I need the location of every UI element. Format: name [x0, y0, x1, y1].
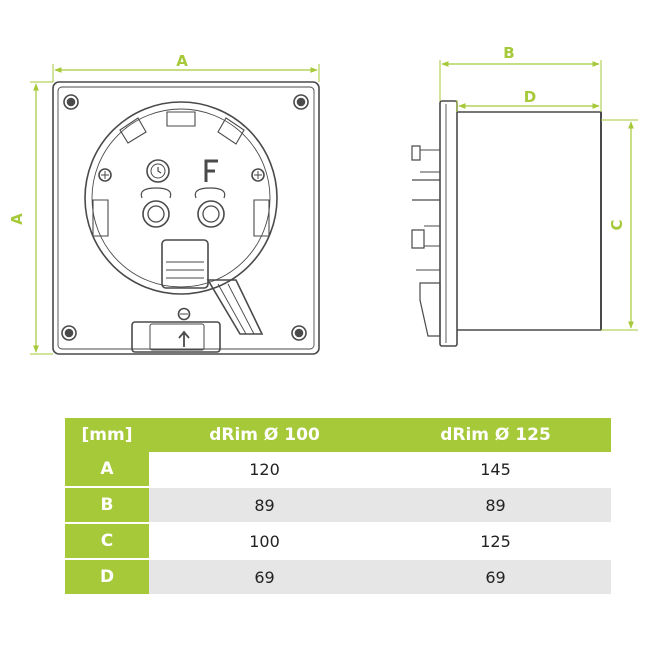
front-panel-outer [52, 81, 320, 355]
table-cell: 89 [149, 486, 380, 522]
table-row: C 100 125 [65, 522, 611, 558]
front-panel-inner [57, 86, 315, 350]
dimension-label-a-height: A [8, 213, 26, 225]
table-cell: 120 [149, 452, 380, 486]
front-view [52, 81, 320, 355]
row-label: D [65, 558, 149, 594]
side-front-plate [439, 100, 458, 347]
screw-icon [177, 307, 191, 321]
cable-shutter [206, 279, 264, 335]
table-cell: 89 [380, 486, 611, 522]
dimension-label-d: D [524, 88, 536, 106]
f-symbol-icon [204, 159, 218, 182]
table-cell: 69 [380, 558, 611, 594]
screw-hole-icon [63, 94, 79, 110]
terminal-block [161, 239, 209, 289]
screw-hole-icon [291, 325, 307, 341]
front-dimensions [30, 64, 320, 355]
side-body [457, 111, 602, 331]
table-row: D 69 69 [65, 558, 611, 594]
side-view [411, 100, 602, 347]
column-header: dRim Ø 125 [380, 418, 611, 452]
dimensions-table: [mm] dRim Ø 100 dRim Ø 125 A 120 145 B 8… [65, 418, 611, 594]
table-cell: 125 [380, 522, 611, 558]
row-label: A [65, 452, 149, 486]
table-header-row: [mm] dRim Ø 100 dRim Ø 125 [65, 418, 611, 452]
motor-housing [84, 101, 278, 295]
potentiometer-icon [140, 187, 172, 228]
screw-hole-icon [293, 94, 309, 110]
table-cell: 100 [149, 522, 380, 558]
screw-icon [98, 168, 112, 182]
clock-icon [146, 159, 170, 183]
technical-drawing: A A B D C [8, 42, 638, 355]
potentiometer-icon [194, 187, 226, 228]
dimension-label-c: C [608, 219, 626, 230]
up-arrow-icon [178, 330, 190, 347]
column-header: dRim Ø 100 [149, 418, 380, 452]
side-dimensions [439, 60, 638, 331]
table-row: A 120 145 [65, 452, 611, 486]
row-label: C [65, 522, 149, 558]
row-label: B [65, 486, 149, 522]
cable-clamp [131, 321, 221, 353]
screw-icon [251, 168, 265, 182]
unit-header: [mm] [65, 418, 149, 452]
dimension-label-b: B [503, 44, 514, 62]
screw-hole-icon [61, 325, 77, 341]
table-cell: 69 [149, 558, 380, 594]
table-cell: 145 [380, 452, 611, 486]
table-row: B 89 89 [65, 486, 611, 522]
dimension-label-a-width: A [176, 52, 188, 70]
